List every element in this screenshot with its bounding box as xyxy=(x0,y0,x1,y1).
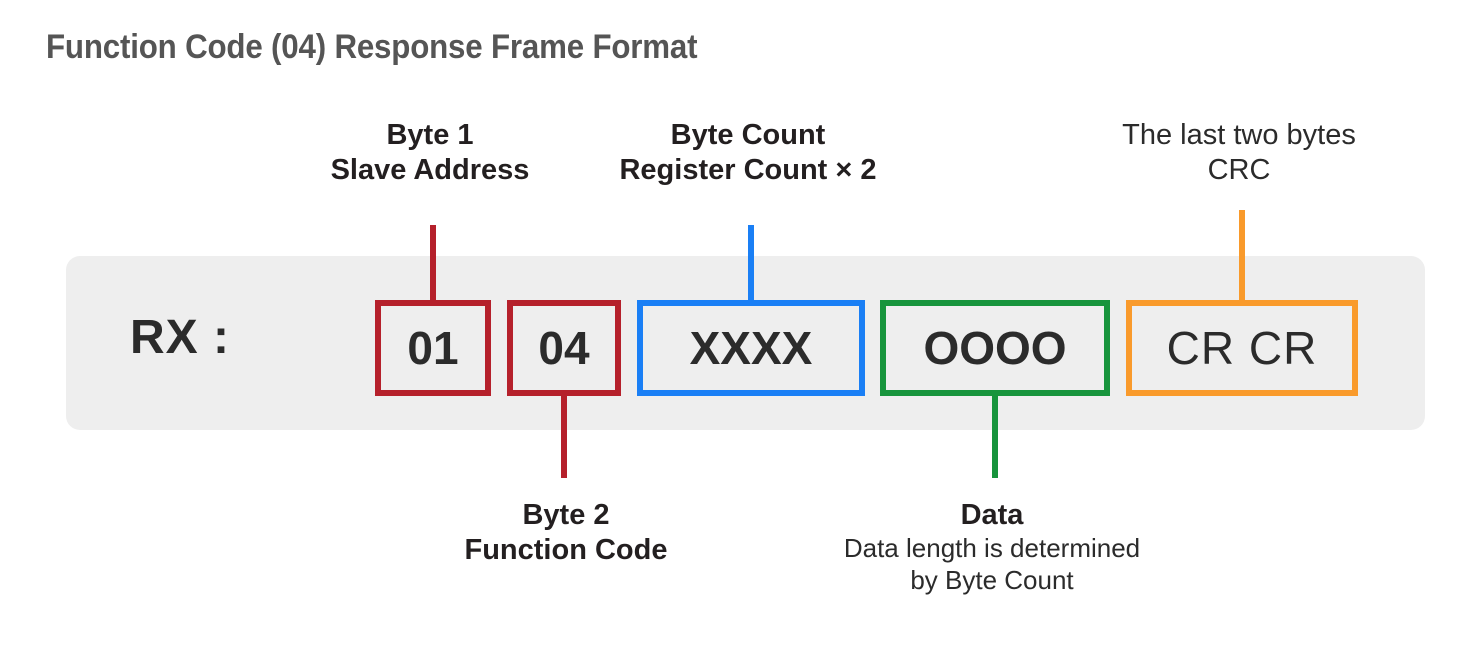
field-value-crc: CR CR xyxy=(1166,322,1318,374)
connector-line-function-code xyxy=(561,393,567,478)
callout-function-code-line2: Function Code xyxy=(464,534,668,567)
field-box-byte-count: XXXX xyxy=(637,300,865,396)
field-box-crc: CR CR xyxy=(1126,300,1358,396)
connector-line-byte-count xyxy=(748,225,754,303)
field-box-slave-address: 01 xyxy=(375,300,491,396)
field-box-function-code: 04 xyxy=(507,300,621,396)
callout-data-line2: Data length is determined xyxy=(843,533,1141,564)
rx-direction-label: RX : xyxy=(130,311,230,364)
field-value-data: OOOO xyxy=(923,322,1067,374)
callout-slave-address: Byte 1 Slave Address xyxy=(331,118,530,189)
callout-data-line1: Data xyxy=(960,499,1024,531)
callout-byte-count: Byte Count Register Count × 2 xyxy=(619,118,876,189)
callout-function-code-line1: Byte 2 xyxy=(522,499,610,531)
connector-line-slave-address xyxy=(430,225,436,303)
connector-line-crc xyxy=(1239,210,1245,303)
callout-slave-address-line1: Byte 1 xyxy=(386,119,474,151)
callout-slave-address-line2: Slave Address xyxy=(330,154,530,187)
connector-line-data xyxy=(992,393,998,478)
field-value-slave-address: 01 xyxy=(407,322,459,374)
callout-data: Data Data length is determined by Byte C… xyxy=(844,498,1140,597)
page-title: Function Code (04) Response Frame Format xyxy=(46,28,698,66)
field-value-byte-count: XXXX xyxy=(689,322,813,374)
callout-byte-count-line1: Byte Count xyxy=(670,119,826,151)
callout-crc-line1: The last two bytes xyxy=(1122,119,1356,151)
field-value-function-code: 04 xyxy=(538,322,590,374)
callout-data-line3: by Byte Count xyxy=(910,565,1074,596)
field-box-data: OOOO xyxy=(880,300,1110,396)
callout-function-code: Byte 2 Function Code xyxy=(465,498,668,569)
callout-byte-count-line2: Register Count × 2 xyxy=(619,154,877,187)
callout-crc: The last two bytes CRC xyxy=(1122,118,1356,189)
callout-crc-line2: CRC xyxy=(1207,154,1271,187)
